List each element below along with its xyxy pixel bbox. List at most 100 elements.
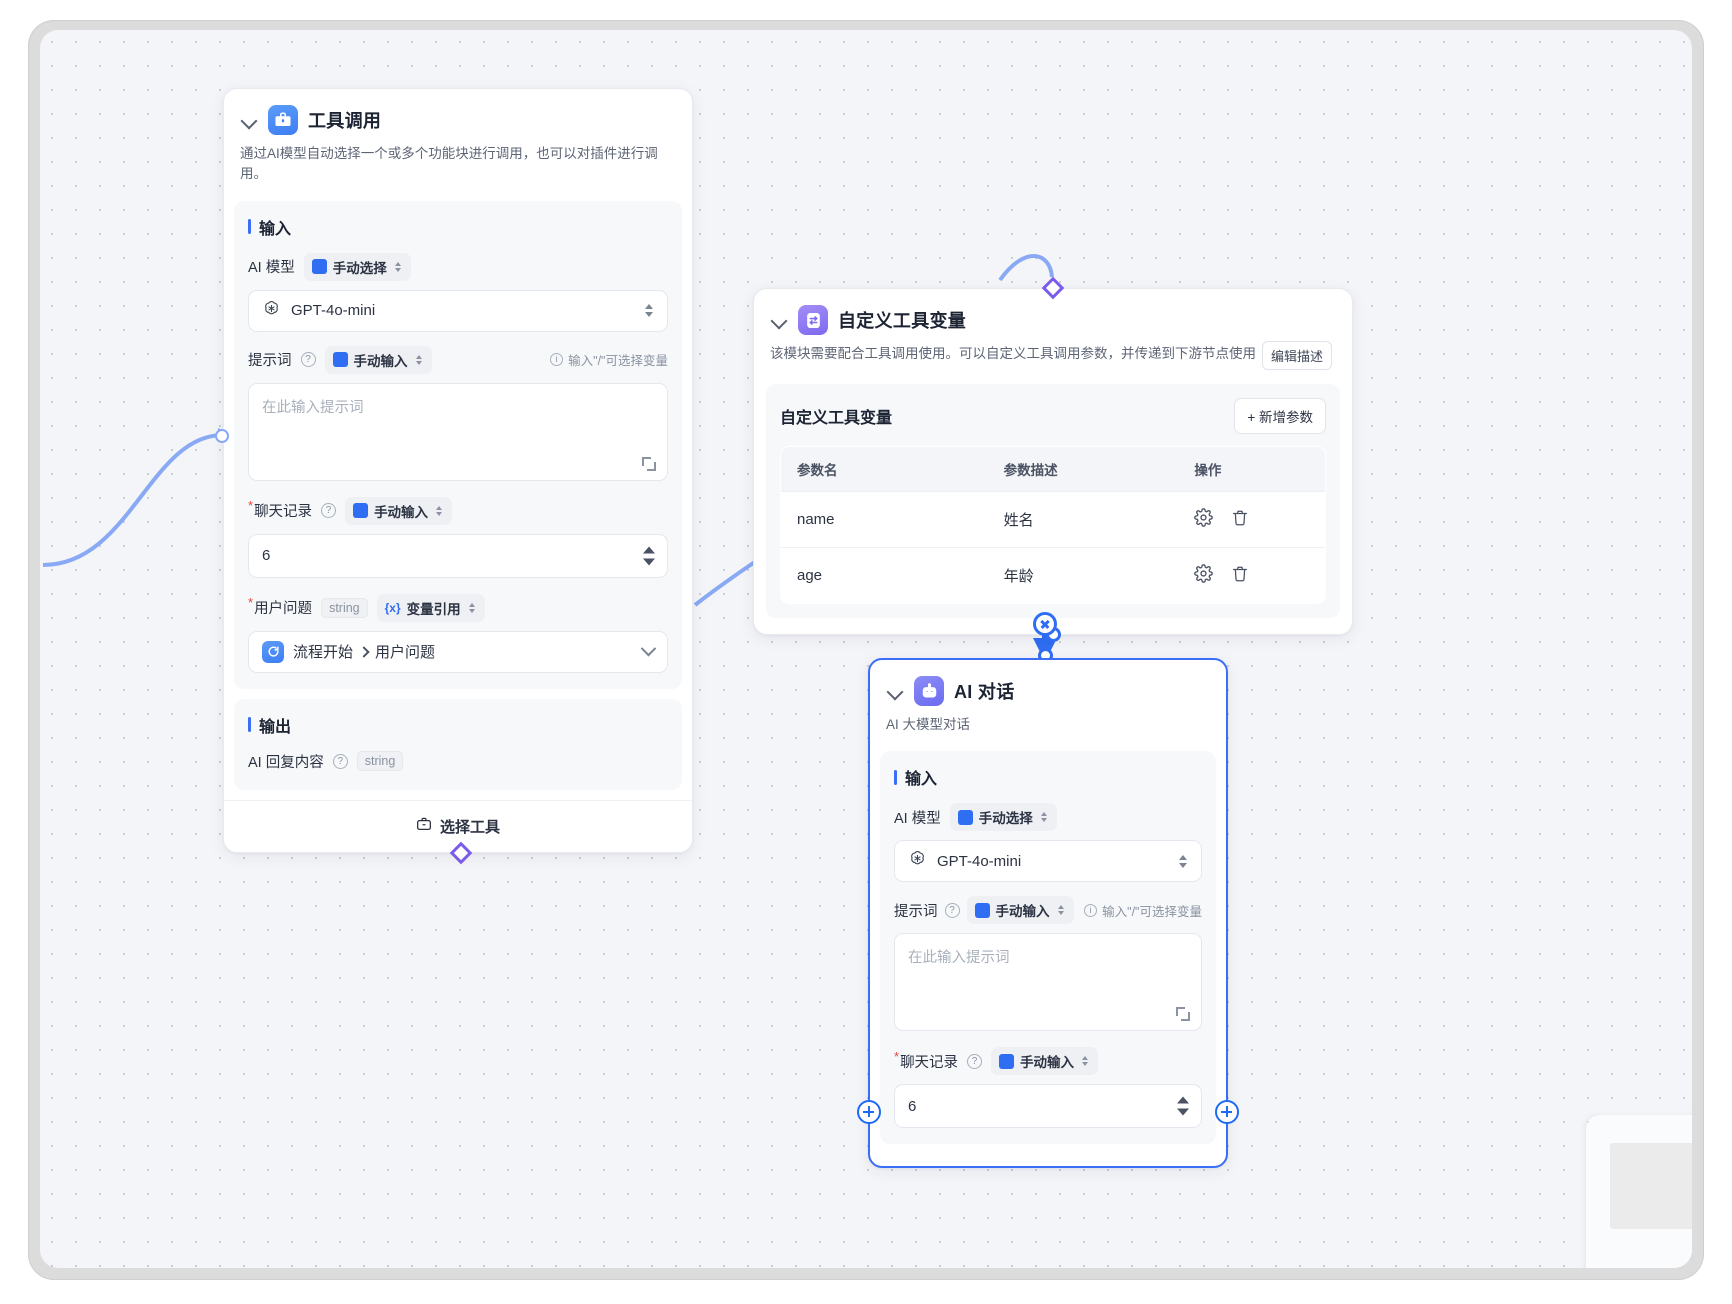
question-mode-select[interactable]: {x} 变量引用 [376,593,485,622]
expand-icon[interactable] [1176,1007,1190,1022]
model-field-row: AI 模型 手动选择 [894,803,1202,832]
help-icon[interactable]: ? [944,902,960,918]
collapse-chevron-icon[interactable] [240,111,258,129]
question-variable-ref[interactable]: 流程开始 用户问题 [248,630,668,673]
side-panel-peek[interactable] [1586,1115,1692,1268]
chat-mode-select[interactable]: 手动输入 [991,1047,1099,1076]
text-mini-icon [974,902,990,918]
gear-icon[interactable] [1194,564,1214,587]
node-description-row: 该模块需要配合工具调用使用。可以自定义工具调用参数，并传递到下游节点使用 编辑描… [770,341,1334,370]
prompt-mode-select[interactable]: 手动输入 [324,345,432,374]
chat-label: *聊天记录 [248,498,313,520]
chevron-updown-icon [1056,905,1066,916]
variable-ref-path: 流程开始 用户问题 [293,641,634,662]
help-icon[interactable]: ? [321,503,337,518]
chat-number-input[interactable]: 6 [894,1084,1202,1129]
node-description: 该模块需要配合工具调用使用。可以自定义工具调用参数，并传递到下游节点使用 [770,346,1256,361]
prompt-mode-select[interactable]: 手动输入 [966,896,1074,925]
add-node-left-handle[interactable] [857,1100,881,1124]
node-description: 通过AI模型自动选择一个或多个功能块进行调用，也可以对插件进行调用。 [240,146,658,182]
prompt-field-row: 提示词 ? 手动输入 i 输入"/"可选择变量 [248,345,668,374]
output-section-title: 输出 [248,713,668,737]
number-stepper[interactable] [643,546,655,565]
model-mode-select[interactable]: 手动选择 [303,252,411,281]
help-icon[interactable]: ? [967,1053,983,1069]
select-tool-button[interactable]: 选择工具 [224,799,692,852]
trash-icon[interactable] [1231,509,1249,531]
model-mode-label: 手动选择 [332,260,387,276]
chevron-down-icon[interactable] [640,640,657,657]
model-mode-select[interactable]: 手动选择 [949,803,1057,832]
collapse-chevron-icon[interactable] [770,311,788,329]
prompt-hint: i 输入"/"可选择变量 [550,350,668,369]
add-parameter-button[interactable]: + 新增参数 [1234,398,1326,434]
cell-param-name: name [781,491,988,548]
briefcase-icon [416,816,432,837]
prompt-hint-text: 输入"/"可选择变量 [1102,904,1202,919]
text-mini-icon [332,352,348,367]
output-label: AI 回复内容 [248,754,324,771]
cell-actions [1178,491,1325,548]
chat-number-input[interactable]: 6 [248,533,668,578]
question-field-row: *用户问题 string {x} 变量引用 [248,593,668,622]
column-header-param-name: 参数名 [781,447,988,492]
number-mini-icon [353,503,369,518]
column-header-param-desc: 参数描述 [987,447,1179,492]
prompt-textarea[interactable]: 在此输入提示词 [894,933,1202,1032]
model-select[interactable]: GPT-4o-mini [894,840,1202,883]
trash-icon[interactable] [1231,565,1249,587]
tool-variable-panel-header: 自定义工具变量 + 新增参数 [780,398,1326,434]
table-row[interactable]: name 姓名 [781,491,1325,548]
output-row: AI 回复内容 ? string [248,751,668,772]
collapse-chevron-icon[interactable] [886,682,904,700]
openai-icon [908,849,927,873]
output-type-badge: string [356,751,404,771]
briefcase-icon [268,105,298,135]
delete-edge-button[interactable] [1033,612,1057,636]
question-label: *用户问题 [248,595,313,617]
chevron-updown-icon [1039,812,1049,823]
help-icon[interactable]: ? [332,753,348,769]
table-row[interactable]: age 年龄 [781,548,1325,604]
chat-number-value: 6 [908,1097,917,1115]
required-marker: * [894,1048,900,1064]
add-node-right-handle[interactable] [1215,1100,1239,1124]
prompt-placeholder: 在此输入提示词 [908,950,1010,967]
model-label: AI 模型 [248,260,295,276]
prompt-textarea[interactable]: 在此输入提示词 [248,382,668,481]
node-title: 自定义工具变量 [838,311,967,331]
workflow-canvas[interactable]: 工具调用 通过AI模型自动选择一个或多个功能块进行调用，也可以对插件进行调用。 … [40,30,1692,1268]
prompt-hint-text: 输入"/"可选择变量 [568,354,668,368]
tool-variable-panel: 自定义工具变量 + 新增参数 参数名 参数描述 操作 [766,384,1340,618]
node-tool-variable[interactable]: 自定义工具变量 该模块需要配合工具调用使用。可以自定义工具调用参数，并传递到下游… [753,276,1353,642]
select-tool-label: 选择工具 [439,818,500,836]
gear-icon[interactable] [1194,508,1214,531]
help-icon[interactable]: ? [300,352,316,367]
model-label: AI 模型 [894,810,941,827]
chat-mode-label: 手动输入 [1020,1055,1075,1071]
robot-mini-icon [957,809,973,825]
chat-field-row: *聊天记录 ? 手动输入 [248,496,668,525]
openai-icon [262,299,281,323]
edit-description-button[interactable]: 编辑描述 [1262,341,1333,370]
input-section: 输入 AI 模型 手动选择 [234,200,682,689]
model-select[interactable]: GPT-4o-mini [248,289,668,332]
ref-node-name: 流程开始 [293,644,354,661]
node-tool-call[interactable]: 工具调用 通过AI模型自动选择一个或多个功能块进行调用，也可以对插件进行调用。 … [215,88,693,864]
chat-mode-select[interactable]: 手动输入 [345,496,453,525]
info-icon: i [1084,903,1098,917]
robot-icon [914,676,944,706]
prompt-mode-label: 手动输入 [353,353,408,369]
number-stepper[interactable] [1177,1096,1189,1116]
cell-actions [1178,548,1325,604]
input-handle[interactable] [215,429,229,443]
chevron-updown-icon [1080,1056,1090,1067]
node-ai-chat[interactable]: AI 对话 AI 大模型对话 输入 AI 模型 手动选择 [857,658,1239,1168]
node-header: AI 对话 AI 大模型对话 [870,660,1226,745]
prompt-label: 提示词 [248,353,292,369]
number-mini-icon [999,1053,1015,1069]
node-title: 工具调用 [308,111,382,131]
robot-mini-icon [311,259,327,274]
expand-icon[interactable] [642,456,656,471]
